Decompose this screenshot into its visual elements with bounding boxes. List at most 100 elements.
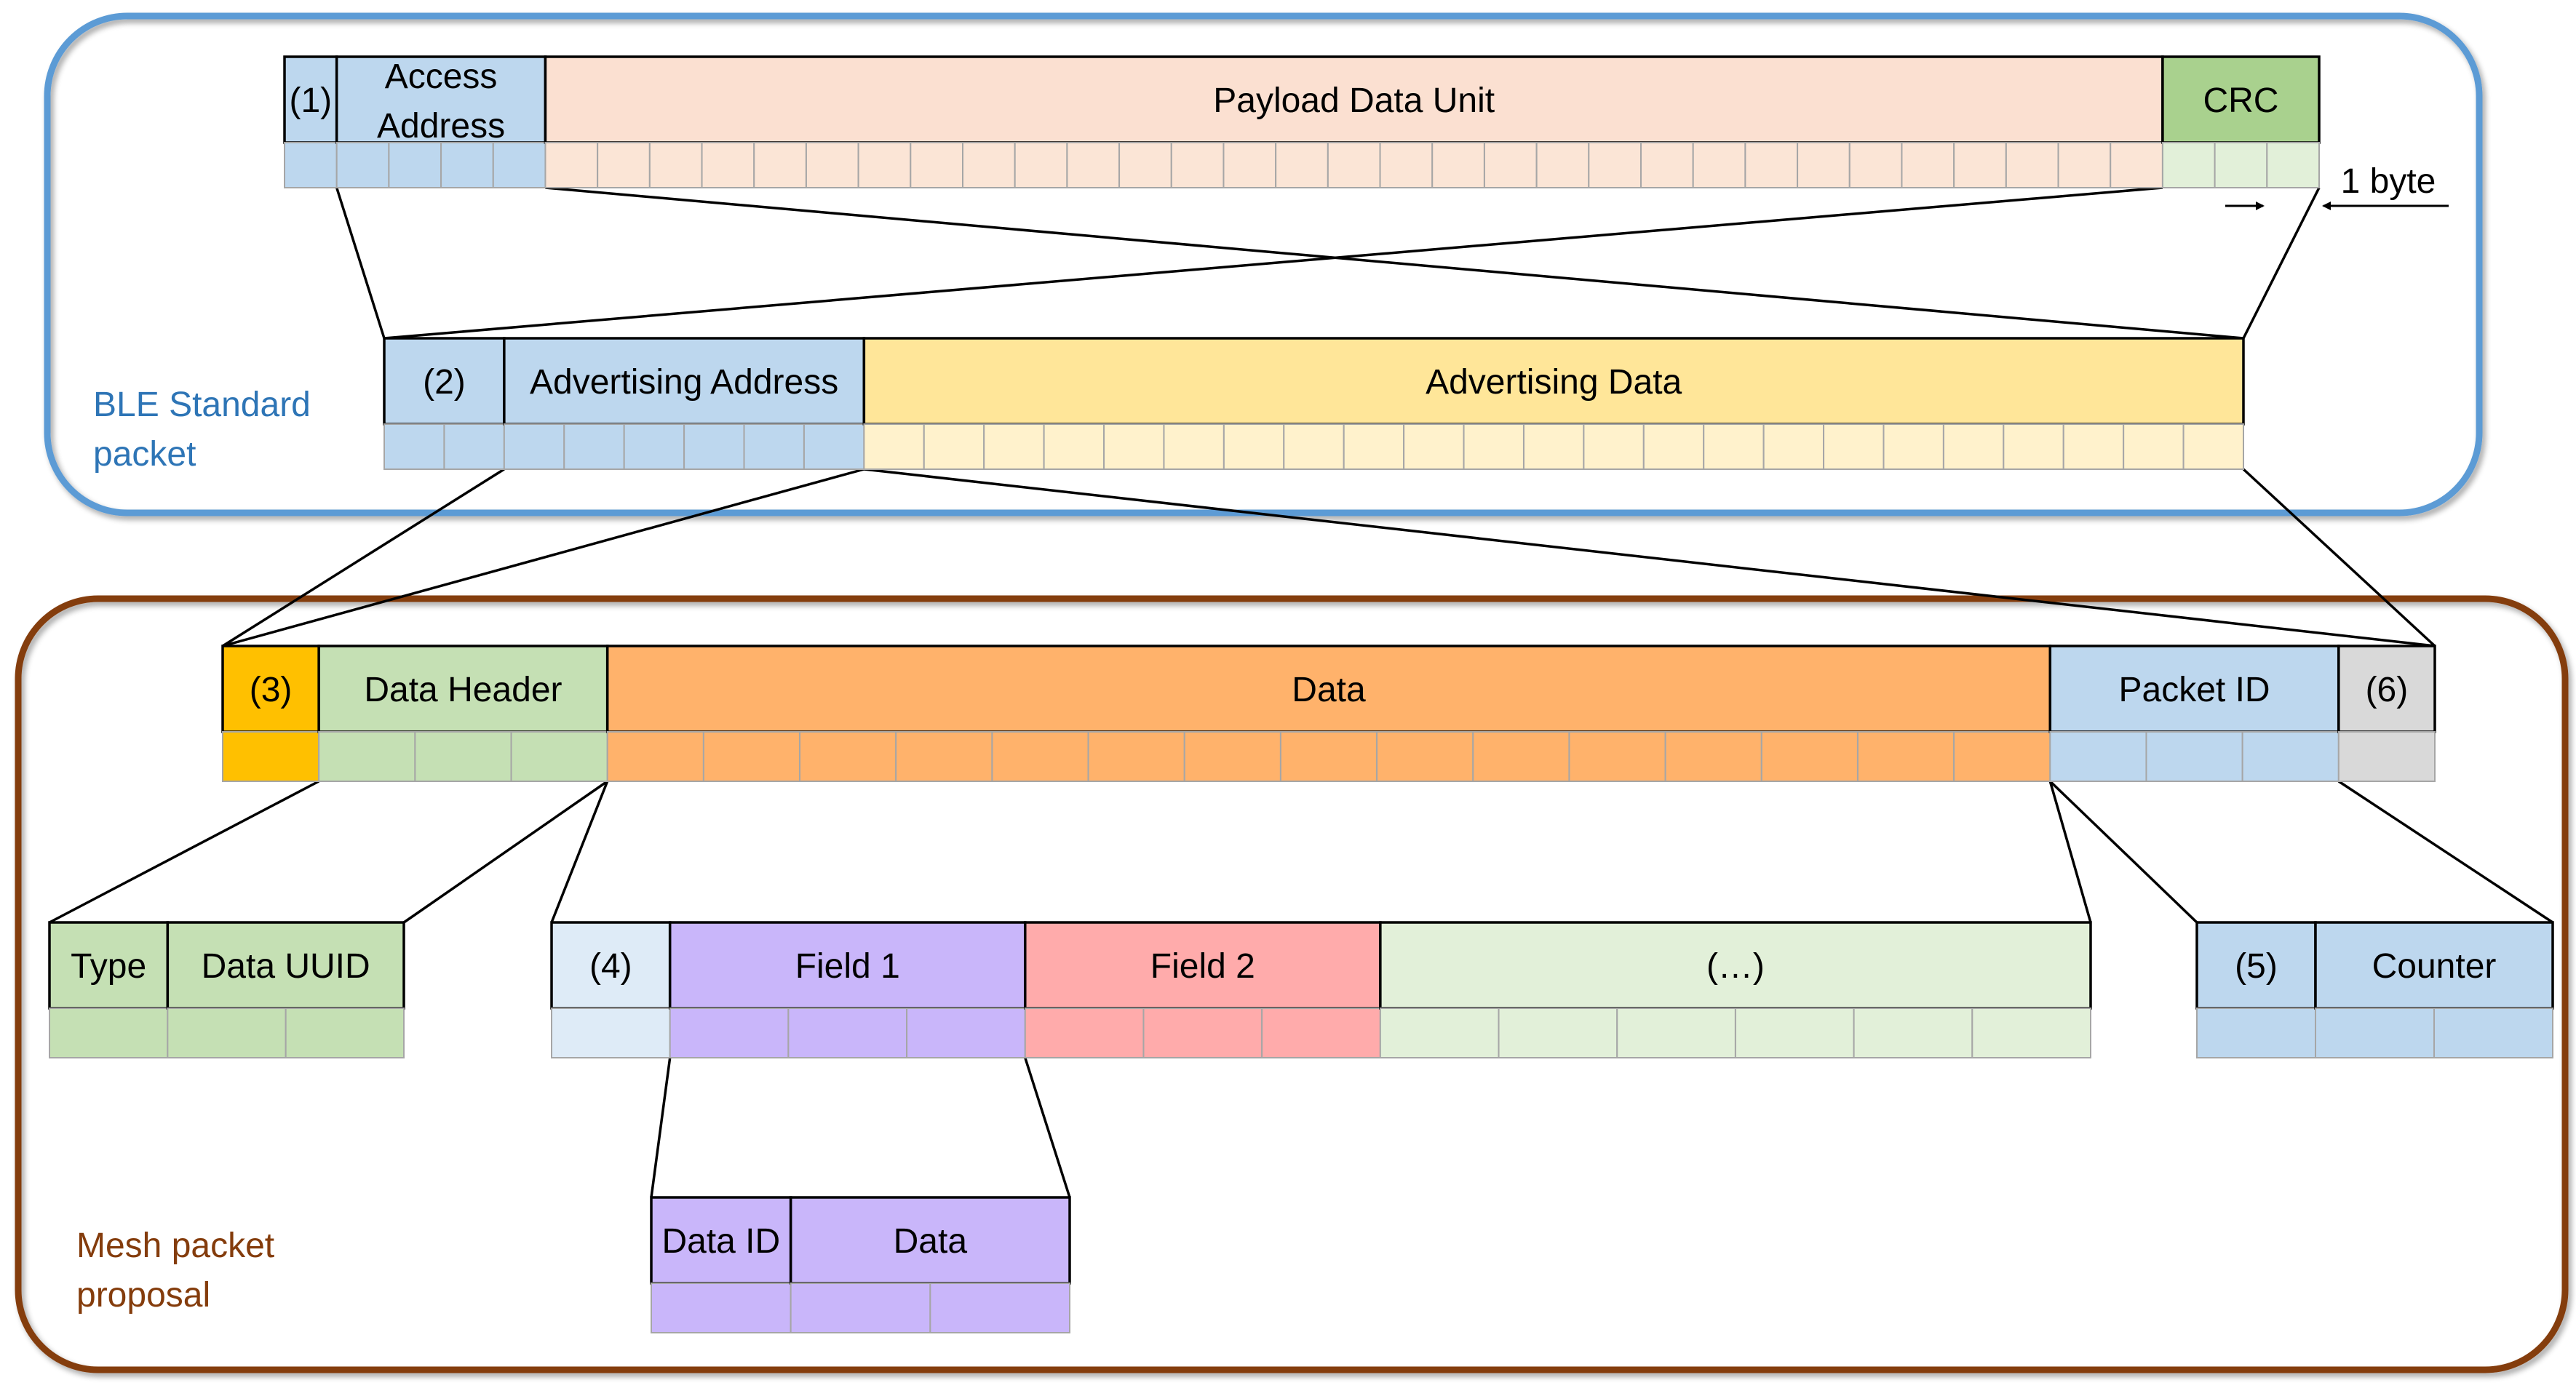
byte-cell [1275,142,1329,188]
byte-cell [1279,731,1378,782]
field-field-count: (4) [550,921,672,1058]
connector-left-packet-id [2049,780,2198,924]
byte-cell [1703,423,1765,470]
byte-cell [1223,142,1277,188]
field-box-header [383,337,506,426]
field-packet-id: Packet ID [2048,645,2340,782]
field-checksum: (6) [2337,645,2436,782]
byte-cell [702,731,801,782]
group-label-line: packet [93,435,196,474]
byte-cell [651,1283,792,1333]
byte-cell [701,142,755,188]
field-box-field-data [789,1196,1071,1285]
byte-cell [2315,1008,2435,1058]
byte-cell [597,142,651,188]
field-label-checksum: (6) [2366,671,2409,709]
field-advertising-address: Advertising Address [503,337,866,470]
byte-cell [787,1008,908,1058]
field-label-preamble: (1) [290,81,333,120]
byte-cell [335,142,390,188]
byte-cell [1588,142,1642,188]
field-label-source: (5) [2235,947,2278,986]
byte-cell [2110,142,2163,188]
field-box-length [221,645,320,733]
field-header: (2) [383,337,506,470]
byte-cell [1942,423,2005,470]
connector-left-advertising-address [222,468,505,647]
byte-cell [49,1008,169,1058]
field-label-field-1: Field 1 [795,947,900,986]
field-label-field-2: Field 2 [1150,947,1255,986]
byte-cell [1797,142,1850,188]
byte-cell [1953,731,2051,782]
field-crc: CRC [2161,55,2321,188]
byte-cell [753,142,807,188]
byte-cell [1971,1008,2091,1058]
byte-cell [1014,142,1068,188]
field-counter: Counter [2314,921,2554,1058]
byte-cell [1223,423,1285,470]
packet-row-data-header-detail: Type Data UUID [48,921,405,1058]
byte-cell [1118,142,1172,188]
byte-cell [983,423,1045,470]
byte-cell [1762,423,1825,470]
byte-cell [2196,1008,2316,1058]
packet-row-packet-id-detail: (5) Counter [2195,921,2554,1058]
byte-cell [2005,142,2059,188]
byte-cell [414,731,512,782]
field-type: Type [48,921,170,1058]
field-label-field-count: (4) [589,947,632,986]
byte-cell [1283,423,1345,470]
field-box-packet-id [2048,645,2340,733]
field-box-crc [2161,55,2321,144]
byte-cell [563,423,625,470]
field-label-type: Type [71,947,146,986]
group-label-line: BLE Standard [93,386,311,424]
byte-cell [1664,731,1762,782]
byte-cell [1483,142,1538,188]
field-box-access-address [335,55,547,144]
connector-left-access-address [335,187,386,339]
byte-cell [510,731,608,782]
byte-cell [1379,142,1434,188]
byte-cell [284,142,338,188]
byte-cell [1379,1008,1500,1058]
field-field-2: Field 2 [1024,921,1382,1058]
byte-cell [1640,142,1694,188]
byte-cell [2161,142,2216,188]
byte-cell [2266,142,2320,188]
field-label-field-data: Data [894,1222,968,1261]
ble-group-frame [44,12,2483,516]
connector-right-advertising-data [2242,468,2436,647]
byte-cell [1403,423,1465,470]
byte-cell [2433,1008,2553,1058]
group-label-line: Mesh packet [76,1227,274,1265]
field-label-data-header: Data Header [364,671,562,709]
byte-cell [1043,423,1105,470]
byte-cell [551,1008,671,1058]
byte-cell [285,1008,405,1058]
field-label-line: Access [385,57,498,96]
byte-cell [1522,423,1585,470]
byte-cell [1463,423,1524,470]
field-source: (5) [2195,921,2317,1058]
byte-cell [1744,142,1799,188]
byte-cell [1170,142,1225,188]
connector-right-advertising-address [864,468,2436,647]
byte-cell [2003,423,2064,470]
byte-cell [962,142,1016,188]
byte-cell [1024,1008,1145,1058]
byte-cell [443,423,505,470]
byte-cell [895,731,993,782]
field-data-uuid: Data UUID [166,921,405,1058]
connector-right-data [2048,781,2092,923]
byte-cell [790,1283,931,1333]
byte-cell [799,731,897,782]
byte-cell [669,1008,790,1058]
